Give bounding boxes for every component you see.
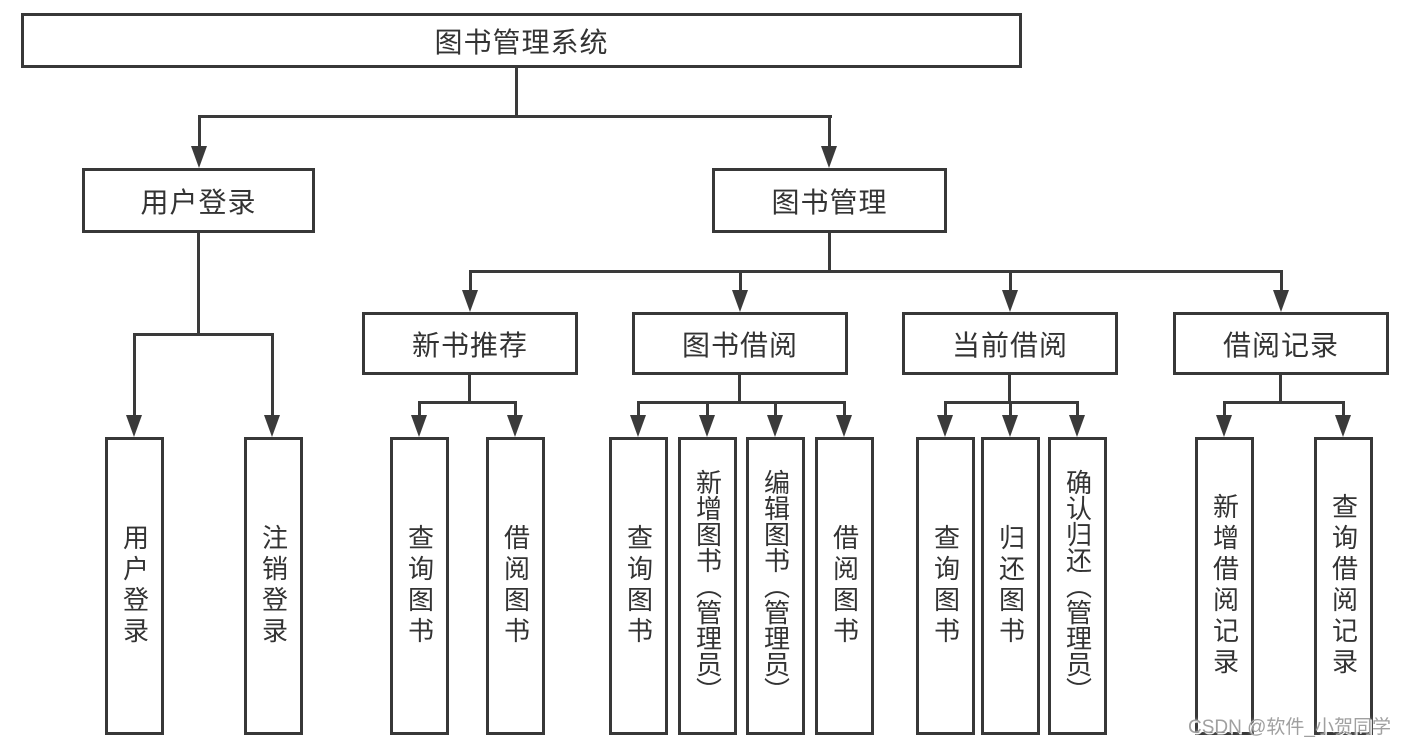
node-label: 借阅记录	[1222, 329, 1339, 361]
leaf-add-book-admin: 新增图书（管理员）	[678, 437, 737, 735]
arrow-down-icon	[191, 115, 207, 168]
leaf-label: 用户登录	[119, 524, 150, 648]
arrow-down-icon	[264, 333, 280, 437]
arrow-down-icon	[462, 270, 478, 312]
connector-group4-split	[1223, 401, 1345, 404]
node-label: 新书推荐	[411, 329, 528, 361]
arrow-down-icon	[1273, 270, 1289, 312]
leaf-user-login: 用户登录	[105, 437, 164, 735]
arrow-down-icon	[1069, 401, 1085, 437]
arrow-down-icon	[732, 270, 748, 312]
leaf-label: 借阅图书	[500, 524, 531, 648]
leaf-label: 注销登录	[258, 524, 289, 648]
leaf-query-books-borrowing: 查询图书	[609, 437, 668, 735]
leaf-label: 确认归还（管理员）	[1062, 469, 1093, 703]
connector-root-stem	[515, 68, 518, 118]
node-label: 当前借阅	[951, 329, 1068, 361]
node-label: 图书管理系统	[434, 26, 609, 58]
leaf-query-books-recommend: 查询图书	[390, 437, 449, 735]
leaf-label: 查询借阅记录	[1328, 493, 1359, 679]
connector-group3-stem	[1008, 375, 1011, 404]
arrow-down-icon	[630, 401, 646, 437]
leaf-add-borrow-record: 新增借阅记录	[1195, 437, 1254, 735]
arrow-down-icon	[1002, 270, 1018, 312]
leaf-label: 新增借阅记录	[1209, 493, 1240, 679]
arrow-down-icon	[821, 115, 837, 168]
arrow-down-icon	[1335, 401, 1351, 437]
connector-group2-stem	[738, 375, 741, 404]
connector-group1-stem	[468, 375, 471, 404]
connector-user-login-split	[133, 333, 274, 336]
leaf-query-books-current: 查询图书	[916, 437, 975, 735]
node-book-management: 图书管理	[712, 168, 947, 233]
leaf-edit-book-admin: 编辑图书（管理员）	[746, 437, 805, 735]
leaf-confirm-return-admin: 确认归还（管理员）	[1048, 437, 1107, 735]
arrow-down-icon	[507, 401, 523, 437]
node-current-borrowing: 当前借阅	[902, 312, 1118, 375]
leaf-borrow-books-recommend: 借阅图书	[486, 437, 545, 735]
arrow-down-icon	[1216, 401, 1232, 437]
node-label: 图书管理	[771, 186, 888, 218]
leaf-query-borrow-record: 查询借阅记录	[1314, 437, 1373, 735]
leaf-label: 查询图书	[930, 524, 961, 648]
csdn-watermark: CSDN @软件_小贺同学	[1188, 717, 1391, 738]
node-label: 用户登录	[140, 186, 257, 218]
leaf-label: 查询图书	[623, 524, 654, 648]
leaf-borrow-books: 借阅图书	[815, 437, 874, 735]
node-borrowing-records: 借阅记录	[1173, 312, 1389, 375]
node-label: 图书借阅	[681, 329, 798, 361]
connector-group4-stem	[1279, 375, 1282, 404]
arrow-down-icon	[699, 401, 715, 437]
node-user-login: 用户登录	[82, 168, 315, 233]
leaf-logout: 注销登录	[244, 437, 303, 735]
node-library-management-system: 图书管理系统	[21, 13, 1022, 68]
connector-root-split	[198, 115, 832, 118]
connector-user-login-stem	[197, 233, 200, 336]
connector-group1-split	[418, 401, 517, 404]
connector-group3-split	[944, 401, 1079, 404]
connector-group2-split	[637, 401, 846, 404]
leaf-label: 查询图书	[404, 524, 435, 648]
leaf-label: 新增图书（管理员）	[692, 469, 723, 703]
leaf-return-books: 归还图书	[981, 437, 1040, 735]
leaf-label: 借阅图书	[829, 524, 860, 648]
node-new-book-recommendation: 新书推荐	[362, 312, 578, 375]
arrow-down-icon	[1002, 401, 1018, 437]
connector-book-mgmt-split	[469, 270, 1283, 273]
connector-book-mgmt-stem	[828, 233, 831, 273]
arrow-down-icon	[126, 333, 142, 437]
arrow-down-icon	[767, 401, 783, 437]
leaf-label: 归还图书	[995, 524, 1026, 648]
node-book-borrowing: 图书借阅	[632, 312, 848, 375]
leaf-label: 编辑图书（管理员）	[760, 469, 791, 703]
arrow-down-icon	[836, 401, 852, 437]
arrow-down-icon	[937, 401, 953, 437]
arrow-down-icon	[411, 401, 427, 437]
